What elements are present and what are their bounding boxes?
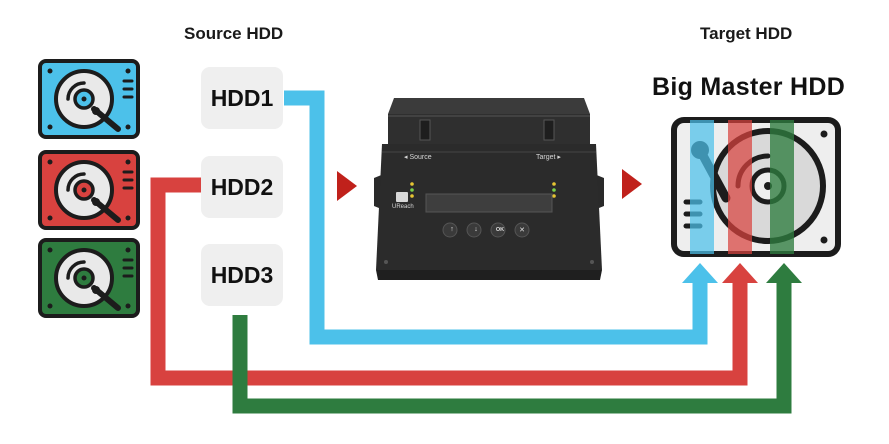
hdd3-arrowhead <box>766 263 802 283</box>
big-master-hdd-title: Big Master HDD <box>652 73 846 101</box>
duplicator-device <box>374 98 604 280</box>
red-hdd-icon <box>38 150 140 230</box>
green-hdd-icon <box>38 238 140 318</box>
device-ok-button: OK <box>495 227 505 233</box>
source-hdd-heading: Source HDD <box>184 24 284 43</box>
hdd2-label: HDD2 <box>201 156 283 218</box>
big-master-hdd-icon <box>671 117 841 257</box>
device-source-port-label: ◂ Source <box>404 154 432 161</box>
hdd2-arrowhead <box>722 263 758 283</box>
hdd2-connector-line <box>150 177 748 386</box>
device-cancel-button: ✕ <box>519 227 525 234</box>
target-hdd-heading: Target HDD <box>700 24 793 43</box>
hdd1-connector-line <box>284 90 708 345</box>
flow-arrow-to-target <box>622 169 642 199</box>
hdd1-arrowhead <box>682 263 718 283</box>
flow-arrow-to-device <box>337 171 357 201</box>
device-down-button: ↓ <box>474 226 478 233</box>
blue-hdd-icon <box>38 59 140 139</box>
device-up-button: ↑ <box>450 226 454 233</box>
hdd3-connector-line <box>232 280 792 414</box>
device-brand-label: UReach <box>392 204 414 210</box>
hdd3-label: HDD3 <box>201 244 283 306</box>
device-target-port-label: Target ▸ <box>536 154 561 161</box>
hdd1-label: HDD1 <box>201 67 283 129</box>
